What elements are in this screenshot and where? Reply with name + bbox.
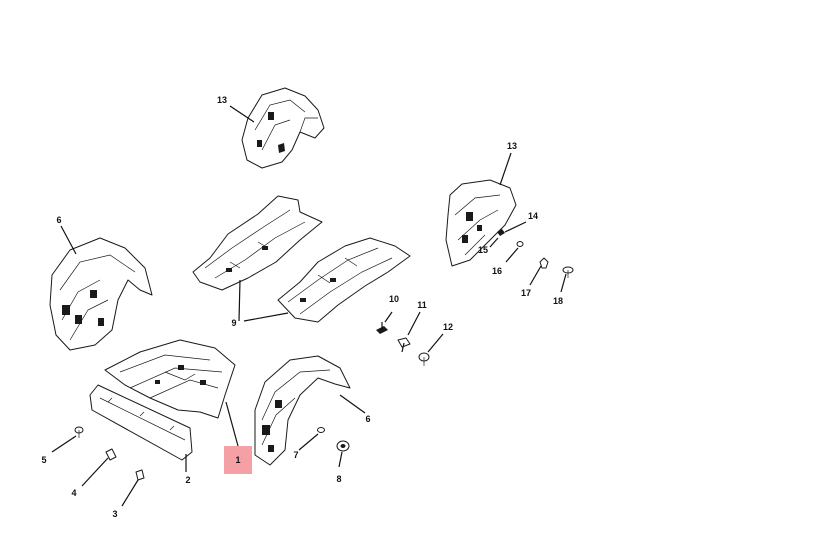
fastener-5	[74, 426, 84, 438]
callout-15: 15	[477, 245, 489, 255]
fastener-12	[418, 352, 430, 366]
callout-9: 9	[231, 318, 237, 328]
part-9-splash-shields	[192, 195, 411, 323]
callout-14: 14	[527, 211, 539, 221]
part-2-air-deflector	[89, 384, 193, 461]
callout-8: 8	[336, 474, 342, 484]
callout-17: 17	[520, 288, 532, 298]
fastener-17	[539, 257, 549, 269]
callout-6-right: 6	[365, 414, 371, 424]
callout-7: 7	[293, 450, 299, 460]
fastener-14	[497, 229, 505, 236]
fastener-18	[562, 266, 574, 278]
part-6-left-liner	[49, 237, 153, 351]
callout-16: 16	[491, 266, 503, 276]
callout-11: 11	[417, 300, 427, 310]
fastener-4	[105, 448, 117, 461]
fastener-8	[336, 440, 350, 452]
fastener-10	[376, 322, 388, 334]
callout-1-highlighted[interactable]: 1	[224, 446, 252, 474]
part-1-belly-pan	[104, 339, 236, 419]
callout-5: 5	[41, 455, 47, 465]
fastener-16	[516, 241, 524, 247]
callout-3: 3	[112, 509, 118, 519]
fastener-11	[397, 337, 411, 353]
leader-lines	[51, 105, 567, 507]
callout-12: 12	[442, 322, 454, 332]
callout-10: 10	[388, 294, 400, 304]
part-6-right-liner	[254, 355, 351, 466]
callout-4: 4	[71, 488, 77, 498]
callout-13-top: 13	[216, 95, 228, 105]
callout-6-left: 6	[56, 215, 62, 225]
fastener-3	[135, 469, 145, 481]
callout-2: 2	[185, 475, 191, 485]
part-13-upper-liner	[241, 87, 325, 169]
callout-13-right: 13	[506, 141, 518, 151]
fastener-7	[317, 427, 325, 433]
callout-18: 18	[552, 296, 564, 306]
